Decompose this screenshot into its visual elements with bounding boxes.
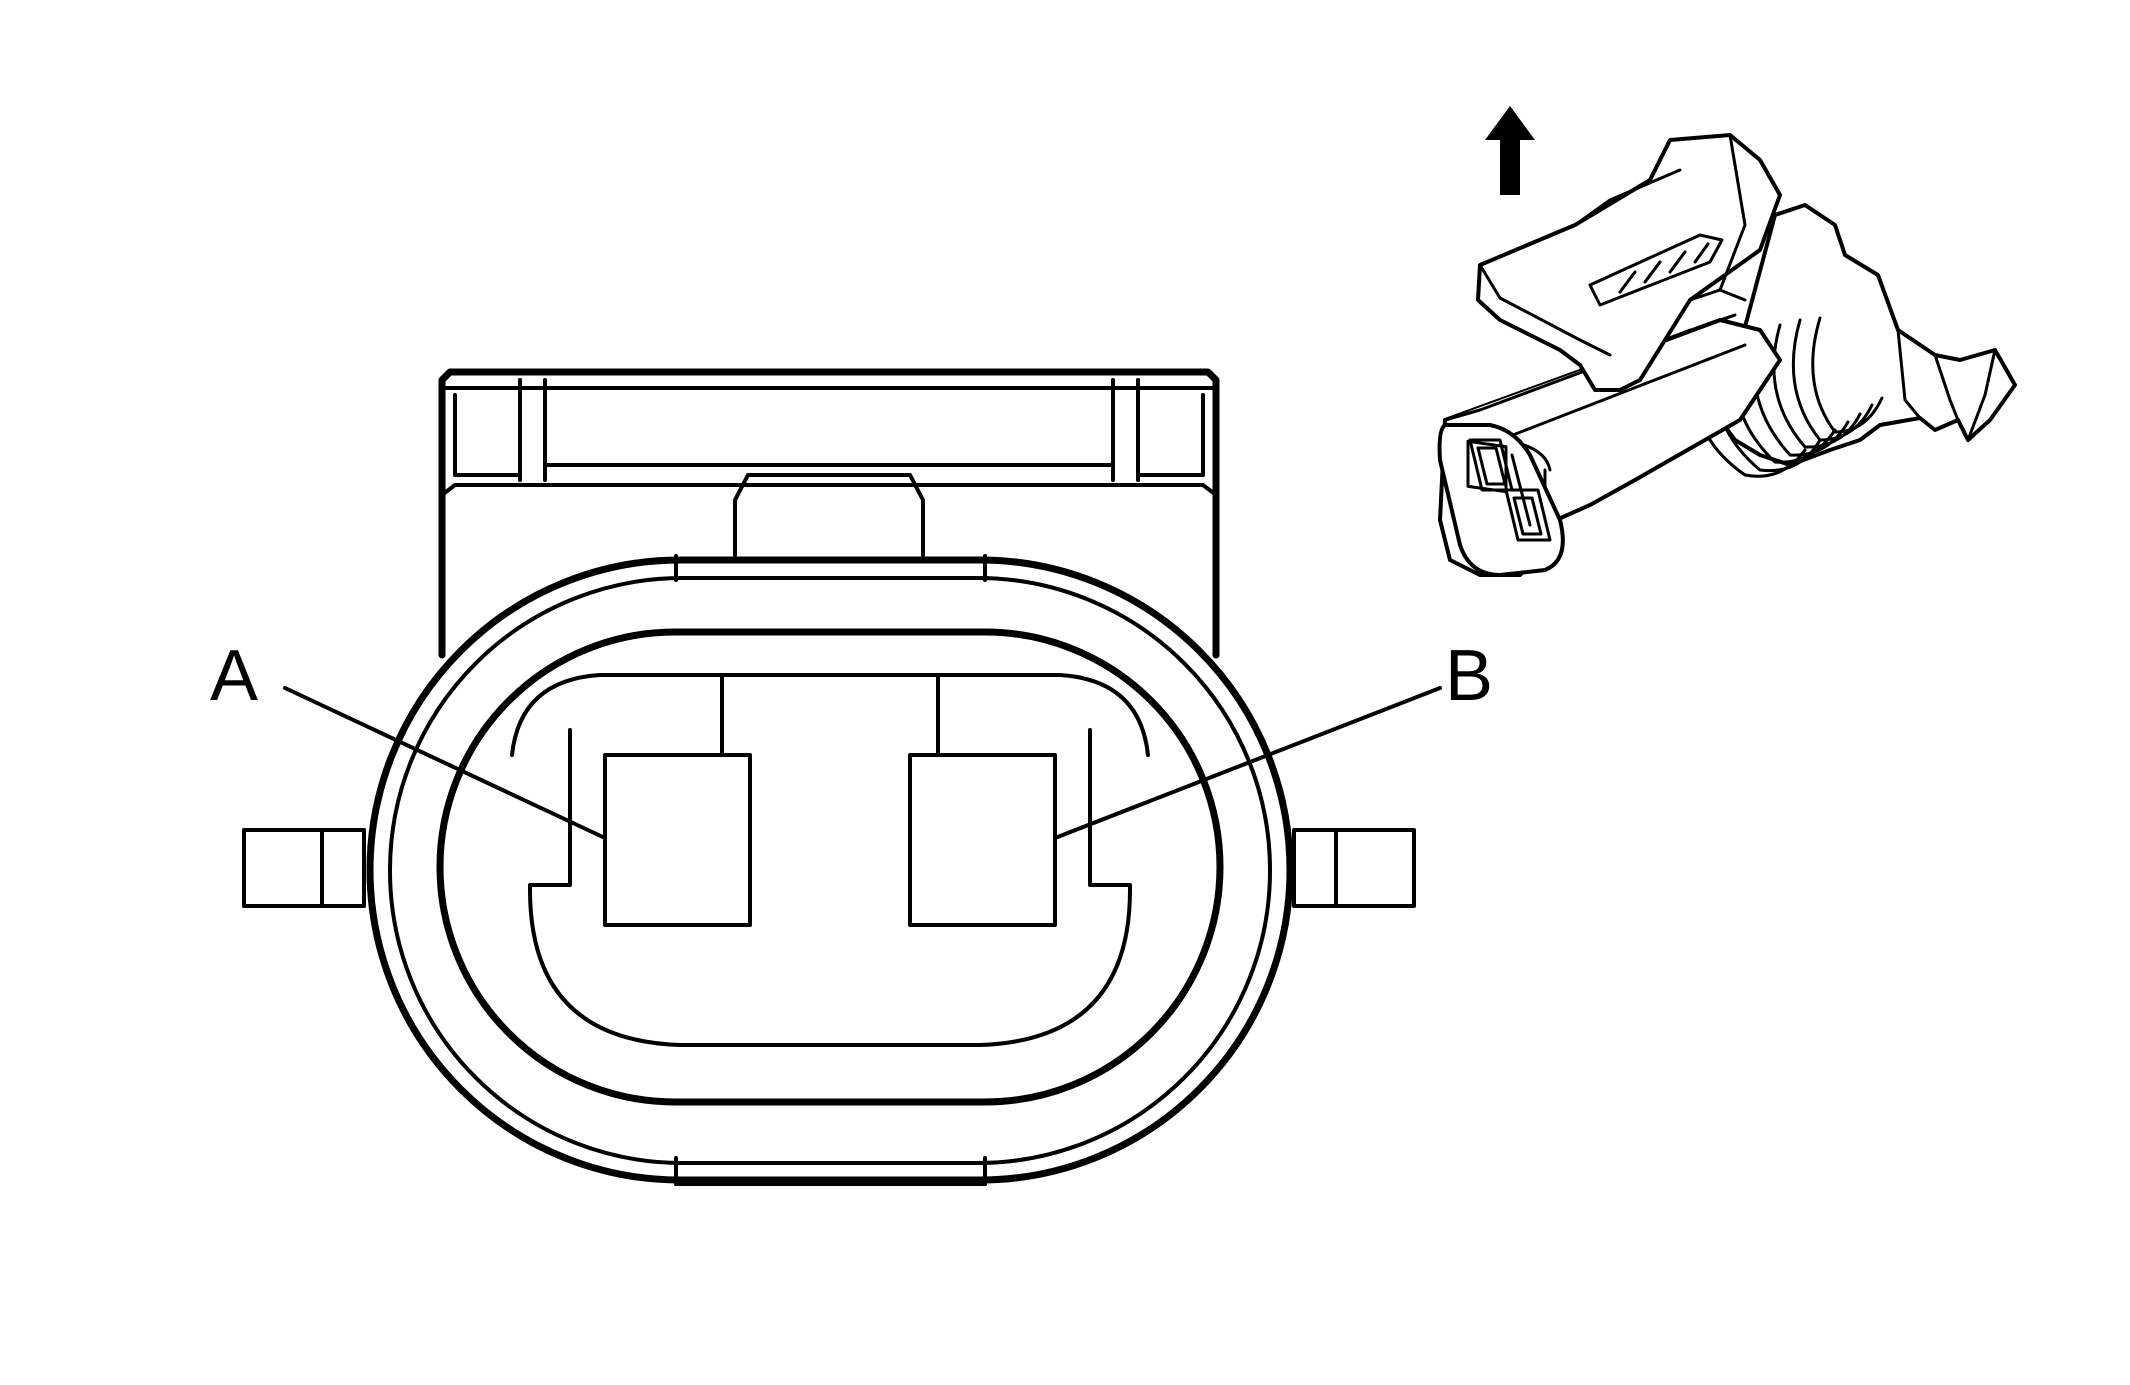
terminal-a-leader <box>283 686 607 840</box>
arrow-up-icon <box>1485 106 1535 195</box>
terminal-b-leader <box>1053 686 1442 840</box>
terminal-a <box>603 753 752 927</box>
left-mounting-ear <box>242 828 366 908</box>
latch-housing <box>438 368 1220 659</box>
terminal-cavity <box>436 628 1224 1106</box>
terminal-a-label: A <box>210 636 258 716</box>
connector-isometric-view <box>1437 106 2017 577</box>
terminal-b-label: B <box>1445 636 1493 716</box>
right-mounting-ear <box>1292 828 1416 908</box>
terminal-b <box>908 753 1057 927</box>
outer-seal <box>366 554 1294 1186</box>
connector-face-view: A B <box>210 368 1493 1186</box>
